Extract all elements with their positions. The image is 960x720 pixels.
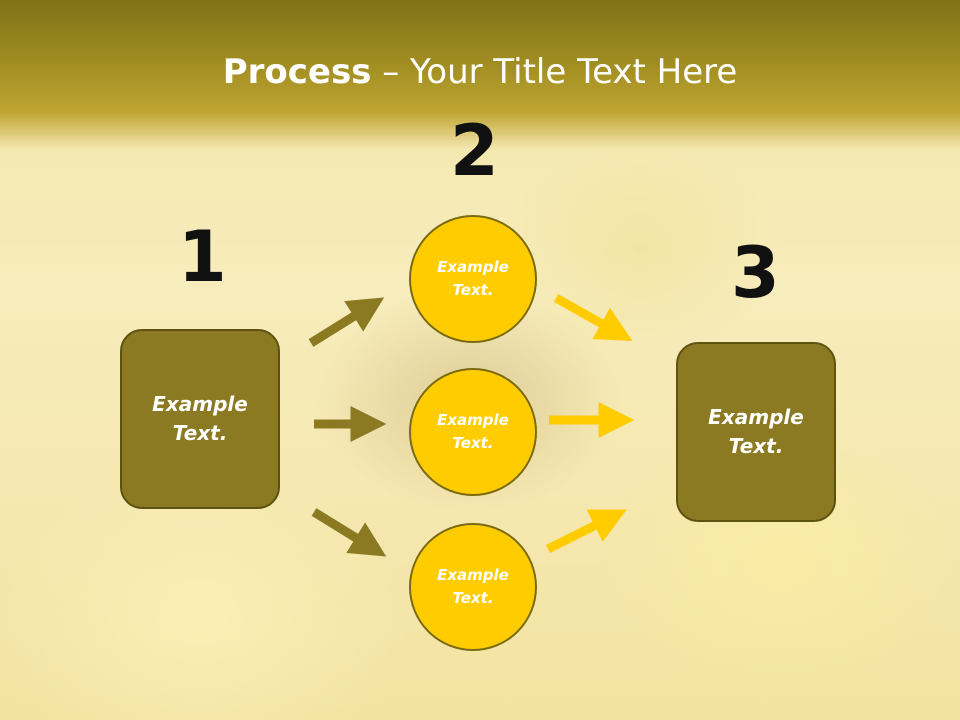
circle-top-line1: Example <box>437 258 509 276</box>
slide-title: Process – Your Title Text Here <box>0 52 960 92</box>
circle-top: Example Text. <box>409 215 537 343</box>
circle-top-line2: Text. <box>452 281 494 299</box>
circle-bottom-line2: Text. <box>452 589 494 607</box>
step-number-2: 2 <box>450 110 499 192</box>
arrow-top-to-right <box>553 294 633 342</box>
circle-bottom-line1: Example <box>437 566 509 584</box>
arrow-bottom-to-right <box>545 509 627 554</box>
circle-middle-line2: Text. <box>452 434 494 452</box>
right-step-box: Example Text. <box>676 342 836 522</box>
left-box-line1: Example <box>152 392 248 416</box>
circle-bottom: Example Text. <box>409 523 537 651</box>
right-box-line1: Example <box>708 405 804 429</box>
left-box-line2: Text. <box>172 421 228 445</box>
title-bold: Process <box>222 52 372 92</box>
header-band <box>0 0 960 150</box>
left-step-box: Example Text. <box>120 329 280 509</box>
circle-middle: Example Text. <box>409 368 537 496</box>
circle-middle-line1: Example <box>437 411 509 429</box>
step-number-1: 1 <box>178 216 227 298</box>
right-box-line2: Text. <box>728 434 784 458</box>
step-number-3: 3 <box>731 232 780 314</box>
arrow-left-to-bottom <box>311 508 387 557</box>
title-rest: – Your Title Text Here <box>371 52 738 92</box>
arrow-left-to-top <box>308 297 385 347</box>
